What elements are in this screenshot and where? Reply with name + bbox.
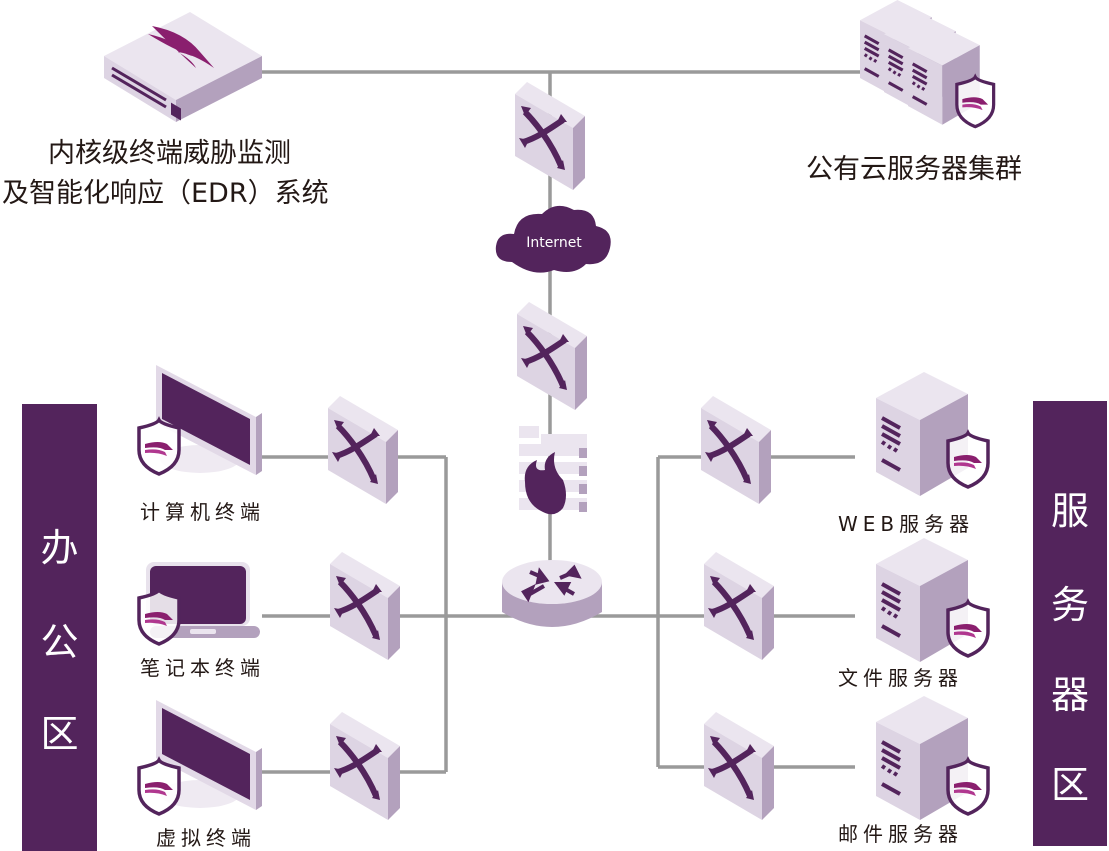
cloud-icon xyxy=(495,205,611,273)
internet-label: Internet xyxy=(526,235,582,251)
shield-icon xyxy=(137,588,181,646)
zone-char: 器 xyxy=(1050,673,1089,717)
office-zone-banner: 办 公 区 xyxy=(22,404,97,851)
shield-icon xyxy=(137,758,181,816)
router-icon xyxy=(502,560,602,627)
endpoint-label: 笔记本终端 xyxy=(140,656,265,680)
edr-appliance-icon xyxy=(104,12,262,122)
switch-icon xyxy=(701,396,771,504)
server-label: 邮件服务器 xyxy=(838,822,963,846)
switch-icon xyxy=(517,302,587,410)
cloud-cluster-label: 公有云服务器集群 xyxy=(806,154,1022,185)
endpoint-label: 虚拟终端 xyxy=(156,826,256,850)
shield-icon xyxy=(137,418,181,476)
edr-label-line2: 及智能化响应（EDR）系统 xyxy=(2,178,329,209)
endpoint-label: 计算机终端 xyxy=(140,500,265,524)
zone-char: 公 xyxy=(40,620,79,664)
zone-char: 服 xyxy=(1050,489,1089,533)
switch-icon xyxy=(328,396,398,504)
switch-icon xyxy=(330,552,400,660)
switch-icon xyxy=(704,712,774,820)
shield-icon xyxy=(946,758,990,816)
zone-char: 区 xyxy=(40,712,79,756)
shield-icon xyxy=(946,600,990,658)
server-label: WEB服务器 xyxy=(838,512,975,536)
firewall-icon xyxy=(519,426,587,515)
shield-icon xyxy=(946,431,990,489)
edr-label-line1: 内核级终端威胁监测 xyxy=(48,138,291,169)
switch-icon xyxy=(330,712,400,820)
zone-char: 区 xyxy=(1050,763,1089,807)
server-label: 文件服务器 xyxy=(838,666,963,690)
shield-icon xyxy=(955,75,996,129)
zone-char: 办 xyxy=(40,526,79,570)
zone-char: 务 xyxy=(1050,583,1089,627)
switch-icon xyxy=(515,82,585,190)
server-zone-banner: 服 务 器 区 xyxy=(1033,401,1107,846)
switch-icon xyxy=(704,552,774,660)
